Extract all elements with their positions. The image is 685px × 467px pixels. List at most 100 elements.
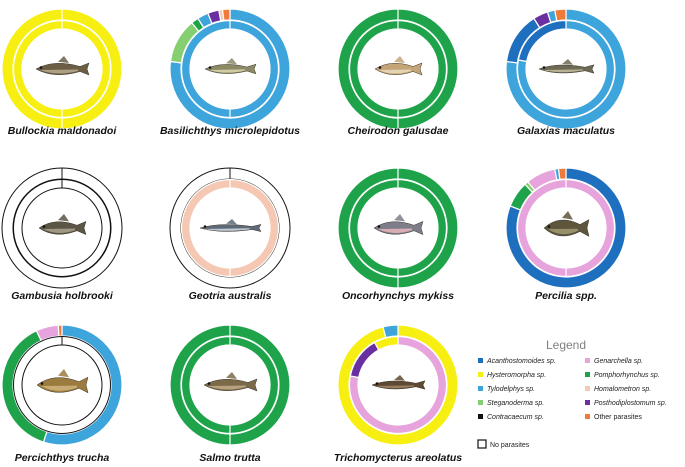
fish-dorsal-fin	[226, 219, 237, 225]
legend-item-acanthostomoides-sp: Acanthostomoides sp.	[478, 358, 556, 365]
legend-item-contracaecum-sp: Contracaecum sp.	[478, 414, 544, 421]
species-charts: Bullockia maldonadoi Basilichthys microle…	[1, 8, 627, 464]
legend-swatch	[478, 414, 483, 419]
fish-belly	[40, 69, 78, 74]
inner-ring-segment	[180, 19, 280, 119]
donut-gambusia-holbrooki: Gambusia holbrooki	[1, 167, 123, 302]
fish-eye	[207, 382, 211, 385]
fish-belly	[378, 228, 412, 233]
fish-dorsal-fin	[394, 375, 405, 381]
species-title: Percilia spp.	[535, 290, 597, 302]
legend-swatch	[477, 439, 487, 449]
species-title: Bullockia maldonadoi	[8, 125, 118, 137]
species-title: Galaxias maculatus	[517, 125, 615, 137]
legend-swatch	[585, 414, 590, 419]
inner-ring-segment	[12, 19, 112, 119]
fish-eye	[375, 382, 379, 385]
fish-dorsal-fin	[562, 211, 573, 220]
legend-item-posthodiplostomum-sp: Posthodiplostomum sp.	[585, 400, 667, 407]
legend-label: Contracaecum sp.	[487, 414, 544, 421]
legend-swatch	[585, 372, 590, 377]
legend-label: Posthodiplostomum sp.	[594, 400, 667, 407]
donut-oncorhynchys-mykiss: Oncorhynchys mykiss	[337, 167, 459, 302]
legend-item-steganoderma-sp: Steganoderma sp.	[478, 400, 544, 407]
fish-eye	[378, 66, 382, 69]
legend-title: Legend	[546, 338, 586, 352]
fish-belly	[41, 385, 77, 391]
fish-dorsal-fin	[58, 56, 69, 63]
legend-item-pomphorhynchus-sp: Pomphorhynchus sp.	[585, 372, 660, 379]
fish-dorsal-fin	[58, 369, 69, 378]
fish-belly	[209, 69, 245, 73]
inner-ring-segment	[348, 178, 448, 278]
inner-ring-segment	[374, 335, 399, 351]
fish-dorsal-fin	[394, 214, 405, 222]
legend-label: Homalometron sp.	[594, 386, 651, 393]
outer-ring-segment	[221, 8, 231, 21]
donut-percilia-spp: Percilia spp.	[505, 167, 627, 302]
species-title: Geotria australis	[189, 290, 272, 302]
legend-label: Steganoderma sp.	[487, 400, 544, 407]
fish-belly	[376, 385, 414, 389]
species-title: Percichthys trucha	[15, 452, 110, 464]
donut-percichthys-trucha: Percichthys trucha	[1, 324, 123, 464]
outer-ring-segment	[557, 167, 567, 180]
inner-ring-segment	[348, 19, 448, 119]
outer-ring-segment	[57, 324, 63, 337]
fish-eye	[40, 382, 44, 385]
donut-trichomycterus-areolatus: Trichomycterus areolatus	[334, 324, 462, 464]
species-title: Basilichthys microlepidotus	[160, 125, 300, 137]
species-title: Oncorhynchys mykiss	[342, 290, 454, 302]
species-title: Cheirodon galusdae	[348, 125, 449, 137]
legend-item-hysteromorpha-sp: Hysteromorpha sp.	[478, 372, 546, 379]
donut-geotria-australis: Geotria australis	[169, 167, 291, 302]
legend-items: Acanthostomoides sp. Genarchella sp. Hyste…	[477, 358, 667, 449]
fish-belly	[548, 228, 578, 235]
fish-eye	[377, 225, 381, 228]
legend-swatch	[585, 358, 590, 363]
outer-ring-segment	[554, 8, 567, 22]
legend-label: Other parasites	[594, 414, 642, 421]
donut-basilichthys-microlepidotus: Basilichthys microlepidotus	[160, 8, 300, 137]
legend-item-other-parasites: Other parasites	[585, 414, 642, 421]
fish-belly	[43, 228, 75, 233]
inner-ring-segment	[180, 335, 280, 435]
legend-label: No parasites	[490, 442, 530, 449]
donut-galaxias-maculatus: Galaxias maculatus	[505, 8, 627, 137]
fish-belly	[543, 69, 583, 73]
fish-eye	[203, 225, 207, 228]
legend-label: Genarchella sp.	[594, 358, 643, 365]
legend: Legend Acanthostomoides sp. Genarchella s…	[477, 338, 667, 449]
legend-item-tylodelphys-sp: Tylodelphys sp.	[478, 386, 535, 393]
donut-cheirodon-galusdae: Cheirodon galusdae	[337, 8, 459, 137]
legend-swatch	[585, 400, 590, 405]
legend-label: Pomphorhynchus sp.	[594, 372, 660, 379]
fish-eye	[208, 66, 212, 69]
inner-ring-segment	[517, 19, 567, 63]
species-title: Gambusia holbrooki	[11, 290, 114, 302]
legend-item-homalometron-sp: Homalometron sp.	[585, 386, 651, 393]
legend-label: Hysteromorpha sp.	[487, 372, 546, 379]
legend-item-genarchella-sp: Genarchella sp.	[585, 358, 643, 365]
outer-ring-segment	[382, 324, 399, 339]
legend-label: Tylodelphys sp.	[487, 386, 535, 393]
fish-dorsal-fin	[226, 372, 237, 379]
fish-dorsal-fin	[394, 56, 405, 63]
donut-bullockia-maldonadoi: Bullockia maldonadoi	[1, 8, 123, 137]
fish-belly	[208, 385, 246, 390]
fish-eye	[42, 225, 46, 228]
legend-swatch	[478, 372, 483, 377]
fish-belly	[204, 228, 250, 231]
fish-dorsal-fin	[226, 58, 237, 65]
legend-swatch	[585, 386, 590, 391]
legend-swatch	[478, 400, 483, 405]
donut-salmo-trutta: Salmo trutta	[169, 324, 291, 464]
legend-swatch	[478, 386, 483, 391]
fish-eye	[542, 66, 546, 69]
fish-dorsal-fin	[58, 214, 69, 222]
inner-ring-segment	[180, 178, 280, 278]
legend-label: Acanthostomoides sp.	[486, 358, 556, 365]
fish-dorsal-fin	[562, 59, 573, 65]
fish-belly	[379, 69, 411, 74]
